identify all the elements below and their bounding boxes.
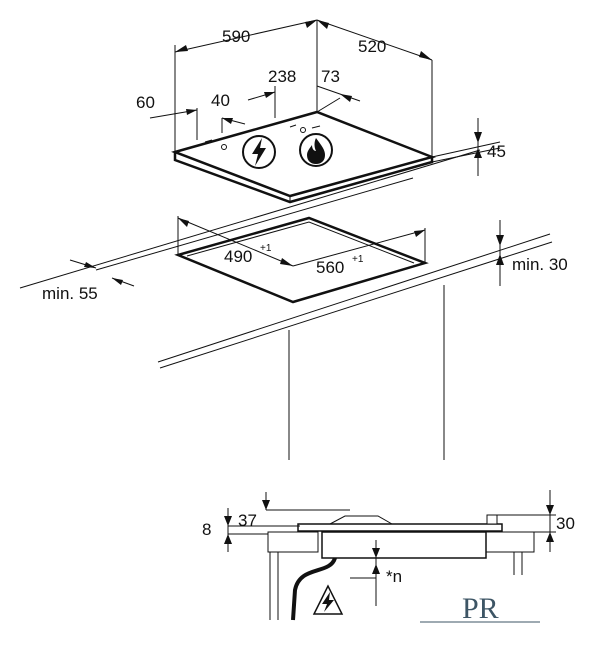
dim-73: 73 — [321, 67, 340, 86]
cutout — [174, 216, 429, 304]
dim-520: 520 — [358, 37, 386, 56]
hob-top — [149, 19, 501, 204]
dim-40: 40 — [211, 91, 230, 110]
dim-min-30: min. 30 — [512, 255, 568, 274]
knob-mark — [300, 127, 306, 133]
lightning-bolt-icon — [242, 135, 276, 169]
electrical-warning-icon — [312, 584, 344, 615]
dim-590: 590 — [222, 27, 250, 46]
dim-section-37: 37 — [238, 511, 257, 530]
dim-560-tolerance: +1 — [352, 254, 364, 265]
svg-text:PR: PR — [462, 592, 499, 625]
dim-45: 45 — [487, 142, 506, 161]
dim-60: 60 — [136, 93, 155, 112]
knob-mark — [221, 144, 227, 150]
dim-section-note: *n — [386, 567, 402, 586]
dim-560: 560 — [316, 258, 344, 277]
watermark-logo: PR — [420, 592, 540, 625]
dim-238: 238 — [268, 67, 296, 86]
gas-flame-icon — [299, 133, 333, 167]
dim-section-8: 8 — [202, 520, 211, 539]
countertop — [19, 149, 553, 460]
dim-490-tolerance: +1 — [260, 243, 272, 254]
dim-490: 490 — [224, 247, 252, 266]
section-view — [224, 490, 556, 621]
dim-section-30: 30 — [556, 514, 575, 533]
dim-min-55: min. 55 — [42, 284, 98, 303]
